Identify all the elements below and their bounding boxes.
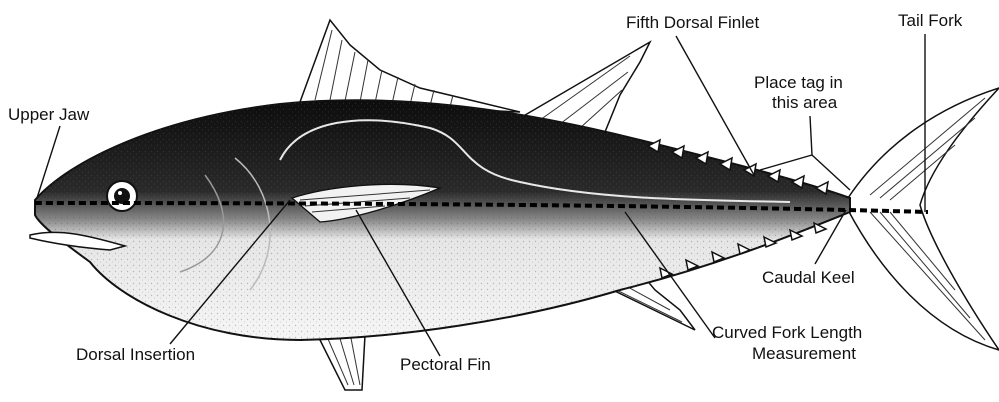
- tail-fin: [848, 88, 999, 350]
- pectoral-fin-label: Pectoral Fin: [400, 355, 491, 374]
- caudal-keel-label: Caudal Keel: [762, 268, 855, 287]
- place-tag-label-line2: this area: [772, 93, 838, 112]
- tuna-body: [30, 100, 850, 340]
- curved-fork-length-label-line1: Curved Fork Length: [712, 323, 862, 342]
- upper-jaw-label: Upper Jaw: [8, 105, 90, 124]
- place-tag-label-line1: Place tag in: [754, 73, 843, 92]
- fifth-dorsal-finlet-label: Fifth Dorsal Finlet: [626, 13, 759, 32]
- tag-area-leader: [810, 116, 812, 155]
- dorsal-insertion-label: Dorsal Insertion: [76, 345, 195, 364]
- first-dorsal-fin: [300, 20, 520, 112]
- tail-fork-label: Tail Fork: [898, 11, 963, 30]
- curved-fork-length-label-line2: Measurement: [752, 344, 856, 363]
